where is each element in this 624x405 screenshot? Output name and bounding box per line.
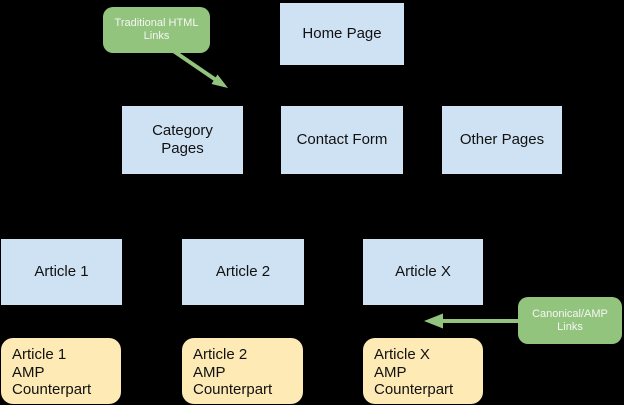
- canonical-amp-links-callout: Canonical/AMP Links: [518, 297, 622, 344]
- article-1-node: Article 1: [1, 239, 122, 305]
- contact-form-node: Contact Form: [281, 106, 403, 174]
- article-x-node: Article X: [363, 239, 483, 305]
- traditional-links-arrow: [170, 48, 228, 88]
- other-pages-node: Other Pages: [442, 106, 562, 174]
- category-pages-node: Category Pages: [122, 106, 243, 174]
- article-2-amp-node: Article 2 AMP Counterpart: [182, 338, 303, 404]
- traditional-html-links-callout: Traditional HTML Links: [103, 7, 210, 53]
- article-x-amp-node: Article X AMP Counterpart: [363, 338, 483, 404]
- home-page-node: Home Page: [280, 3, 404, 65]
- canonical-links-arrow: [424, 313, 519, 329]
- article-1-amp-node: Article 1 AMP Counterpart: [1, 338, 121, 404]
- article-2-node: Article 2: [182, 239, 304, 305]
